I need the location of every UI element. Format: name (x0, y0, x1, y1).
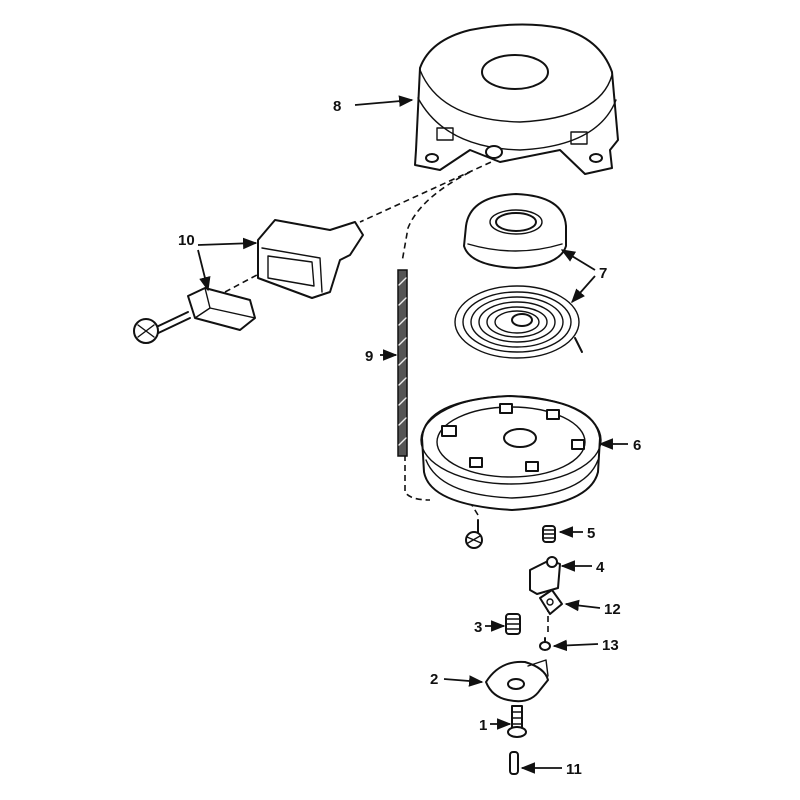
callout-7: 7 (599, 265, 607, 282)
spring-cup (463, 193, 567, 269)
starter-housing (414, 23, 619, 175)
starter-rope (397, 269, 408, 457)
callout-labels: 8 10 7 9 6 5 4 12 3 13 2 1 11 (178, 98, 641, 778)
small-spring-5 (542, 525, 556, 543)
shoulder-screw (507, 705, 527, 738)
handle-screw (133, 311, 191, 344)
callout-11: 11 (566, 761, 582, 778)
washer-12 (539, 589, 563, 615)
brake-plate (485, 659, 549, 703)
callout-4: 4 (596, 559, 605, 576)
callout-2: 2 (430, 671, 438, 688)
callout-8: 8 (333, 98, 341, 115)
handle-retainer (187, 287, 256, 331)
callout-1: 1 (479, 717, 487, 734)
small-spring-3 (505, 613, 521, 635)
leader-arrows (197, 95, 628, 774)
callout-12: 12 (604, 601, 621, 618)
callout-5: 5 (587, 525, 595, 542)
pawl (529, 556, 561, 595)
starter-pulley (420, 395, 602, 511)
callout-13: 13 (602, 637, 619, 654)
callout-3: 3 (474, 619, 482, 636)
starter-handle (257, 219, 364, 299)
callout-9: 9 (365, 348, 373, 365)
pulley-bolt (465, 519, 483, 549)
callout-10: 10 (178, 232, 195, 249)
pin (509, 751, 519, 775)
callout-6: 6 (633, 437, 641, 454)
small-screw-13 (539, 637, 551, 651)
recoil-spring (454, 285, 583, 359)
